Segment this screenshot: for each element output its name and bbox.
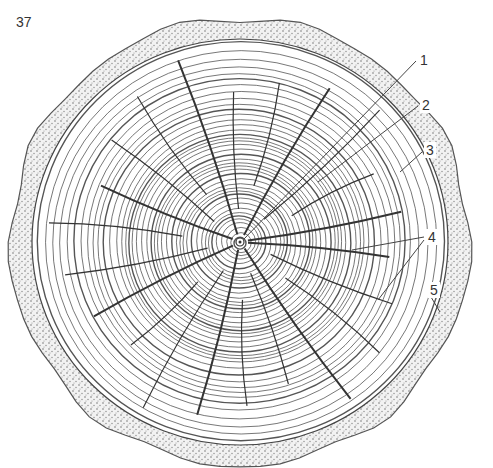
annual-ring bbox=[103, 109, 374, 375]
callout-number: 4 bbox=[426, 229, 438, 245]
medullary-ray bbox=[65, 248, 208, 275]
annual-ring bbox=[67, 74, 410, 410]
medullary-ray bbox=[244, 88, 330, 235]
medullary-ray bbox=[264, 110, 380, 219]
leader-line bbox=[318, 106, 418, 182]
annual-ring bbox=[46, 51, 437, 434]
medullary-ray bbox=[137, 97, 206, 195]
cambium bbox=[32, 39, 448, 445]
annual-ring bbox=[191, 194, 287, 288]
callout-number: 2 bbox=[420, 97, 432, 113]
medullary-ray bbox=[112, 140, 215, 222]
annual-ring bbox=[60, 67, 419, 419]
callout-number: 3 bbox=[424, 142, 436, 158]
medullary-ray bbox=[285, 278, 379, 353]
annual-ring bbox=[110, 114, 369, 368]
leader-line bbox=[378, 240, 424, 300]
annual-ring bbox=[216, 219, 262, 264]
annual-ring bbox=[74, 79, 405, 404]
annual-ring bbox=[183, 188, 296, 299]
medullary-ray bbox=[49, 223, 182, 236]
bark bbox=[8, 20, 472, 467]
medullary-ray bbox=[271, 254, 392, 303]
medullary-ray bbox=[178, 60, 237, 234]
annual-ring bbox=[117, 120, 364, 362]
leader-line bbox=[244, 61, 416, 239]
medullary-ray bbox=[233, 92, 238, 209]
medullary-ray bbox=[242, 300, 247, 406]
annual-ring bbox=[81, 85, 400, 398]
figure-number: 37 bbox=[14, 14, 34, 30]
pith-core bbox=[239, 241, 242, 244]
leader-line bbox=[431, 297, 440, 312]
annual-ring bbox=[176, 179, 306, 306]
callout-number: 1 bbox=[418, 52, 430, 68]
annual-ring bbox=[37, 42, 444, 441]
medullary-ray bbox=[101, 186, 233, 239]
pith bbox=[236, 238, 244, 246]
annual-ring bbox=[98, 104, 381, 382]
annual-ring bbox=[93, 98, 388, 387]
annual-ring bbox=[142, 144, 339, 337]
annual-ring bbox=[180, 184, 301, 303]
medullary-ray bbox=[248, 243, 389, 257]
leader-line bbox=[400, 152, 422, 172]
medullary-ray bbox=[245, 249, 351, 399]
annual-ring bbox=[136, 141, 341, 342]
medullary-ray bbox=[94, 246, 233, 317]
medullary-ray bbox=[143, 271, 223, 408]
annual-ring bbox=[126, 130, 356, 356]
annual-ring bbox=[129, 134, 351, 352]
annual-ring bbox=[132, 138, 346, 347]
annual-ring bbox=[222, 223, 259, 259]
medullary-ray bbox=[197, 250, 238, 415]
medullary-ray bbox=[292, 174, 374, 216]
leader-line bbox=[352, 237, 424, 250]
medullary-ray bbox=[248, 212, 401, 241]
callout-number: 5 bbox=[428, 282, 440, 298]
annual-ring bbox=[53, 59, 428, 427]
medullary-ray bbox=[251, 273, 289, 384]
medullary-ray bbox=[254, 83, 280, 186]
